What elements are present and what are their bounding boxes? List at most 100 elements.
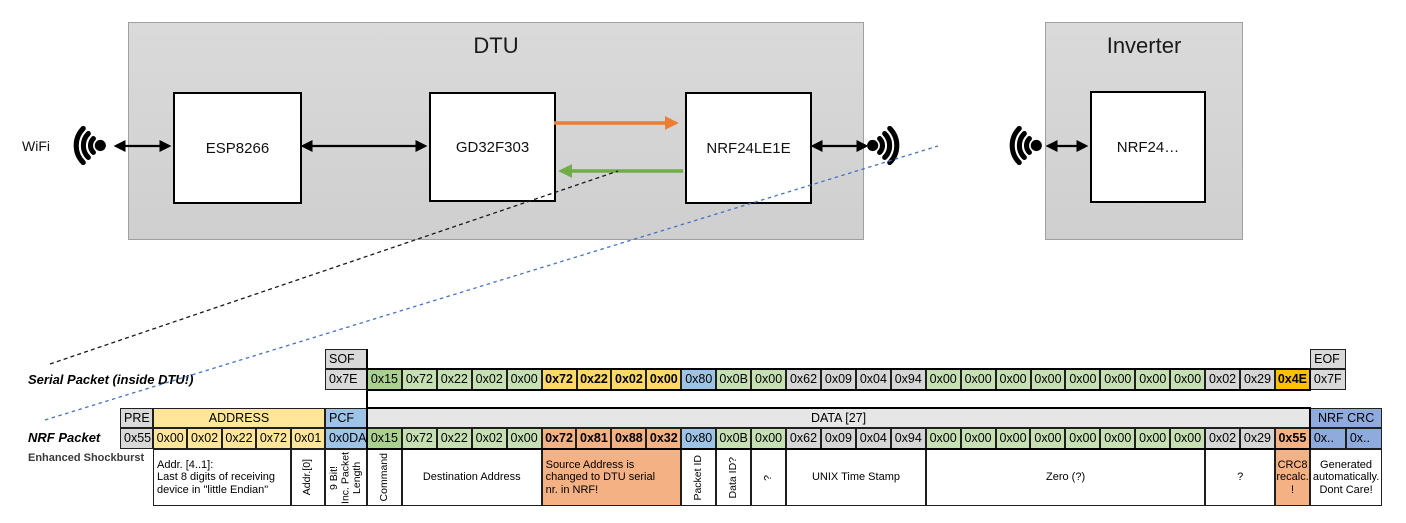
- byte-cell: 0x81: [576, 428, 612, 449]
- byte-cell: 0x00: [506, 428, 542, 449]
- enhanced-shockburst-label: Enhanced Shockburst: [28, 452, 145, 464]
- byte-cell: 0x32: [646, 428, 682, 449]
- destination-note: Destination Address: [401, 449, 542, 506]
- byte-cell: 0x22: [436, 428, 472, 449]
- byte-cell: 0x00: [1030, 369, 1066, 390]
- pre-byte: 0x55: [120, 428, 153, 449]
- packet-id-note: Packet ID: [681, 449, 717, 506]
- unknown-note: ?: [751, 449, 787, 506]
- byte-cell: 0x00: [995, 428, 1031, 449]
- sof-byte: 0x7E: [325, 369, 367, 390]
- byte-cell: 0x00: [646, 369, 682, 390]
- inverter-nrf24-box: NRF24…: [1090, 91, 1206, 203]
- nrf-annotation-row: Addr. [4..1]: Last 8 digits of receiving…: [153, 449, 1383, 506]
- byte-cell: 0x55: [1274, 428, 1310, 449]
- byte-cell: 0x04: [855, 369, 891, 390]
- byte-cell: 0x00: [1135, 369, 1171, 390]
- wifi-icon-left: [73, 126, 106, 165]
- data-header: DATA [27]: [367, 408, 1311, 428]
- unix-note: UNIX Time Stamp: [786, 449, 926, 506]
- spacer: [367, 349, 1310, 369]
- byte-cell: 0x09: [820, 428, 856, 449]
- serial-header-row: SOF EOF: [325, 349, 1347, 369]
- byte-cell: 0x72: [401, 369, 437, 390]
- byte-cell: 0x0B: [716, 369, 752, 390]
- pre-header: PRE: [120, 408, 153, 428]
- byte-cell: 0x29: [1240, 428, 1275, 449]
- byte-cell: 0x01: [290, 428, 325, 449]
- byte-cell: 0x72: [401, 428, 437, 449]
- byte-cell: 0x00: [995, 369, 1031, 390]
- pcf-byte: 0x0DA: [324, 428, 367, 449]
- command-note: Command: [366, 449, 402, 506]
- unknown-note: ?: [1205, 449, 1276, 506]
- crc-byte: 0x..: [1309, 428, 1346, 449]
- address-header: ADDRESS: [153, 408, 325, 428]
- byte-cell: 0x02: [187, 428, 222, 449]
- byte-cell: 0x02: [1205, 369, 1241, 390]
- eof-byte: 0x7F: [1309, 369, 1346, 390]
- dtu-title: DTU: [473, 33, 519, 58]
- byte-cell: 0x22: [576, 369, 612, 390]
- byte-cell: 0x62: [786, 369, 821, 390]
- byte-cell: 0x00: [1030, 428, 1066, 449]
- byte-cell: 0x22: [436, 369, 472, 390]
- byte-cell: 0x72: [541, 428, 577, 449]
- serial-packet-label: Serial Packet (inside DTU!): [28, 372, 194, 387]
- data-group-divider: [366, 349, 368, 449]
- byte-cell: 0x29: [1240, 369, 1275, 390]
- byte-cell: 0x0B: [716, 428, 752, 449]
- byte-cell: 0x72: [541, 369, 577, 390]
- crc-generated-note: Generated automatically. Dont Care!: [1310, 449, 1383, 506]
- byte-cell: 0x72: [256, 428, 291, 449]
- wifi-icon-dtu-right: [867, 126, 900, 165]
- byte-cell: 0x88: [611, 428, 647, 449]
- zero-note: Zero (?): [925, 449, 1206, 506]
- byte-cell: 0x09: [820, 369, 856, 390]
- inverter-title: Inverter: [1106, 33, 1182, 58]
- sof-header: SOF: [325, 349, 367, 369]
- esp8266-label: ESP8266: [205, 139, 270, 157]
- byte-cell: 0x00: [925, 369, 961, 390]
- byte-cell: 0x02: [1205, 428, 1240, 449]
- byte-cell: 0x00: [1065, 369, 1101, 390]
- byte-cell: 0x00: [960, 428, 996, 449]
- byte-cell: 0x00: [960, 369, 996, 390]
- crc-byte: 0x..: [1345, 428, 1382, 449]
- byte-cell: 0x00: [751, 428, 787, 449]
- byte-cell: 0x00: [751, 369, 787, 390]
- byte-cell: 0x22: [221, 428, 257, 449]
- addr0-note: Addr.[0]: [290, 449, 325, 506]
- data-id-note: Data ID?: [716, 449, 752, 506]
- byte-cell: 0x80: [681, 428, 717, 449]
- nrf-packet-label: NRF Packet: [28, 430, 101, 445]
- wifi-label: WiFi: [22, 138, 50, 154]
- byte-cell: 0x15: [366, 428, 402, 449]
- byte-cell: 0x94: [890, 428, 926, 449]
- gd32f303-box: GD32F303: [429, 92, 556, 202]
- byte-cell: 0x00: [1100, 428, 1136, 449]
- byte-cell: 0x00: [1170, 428, 1206, 449]
- addr-note: Addr. [4..1]: Last 8 digits of receiving…: [153, 449, 291, 506]
- nrf24le1e-label: NRF24LE1E: [706, 139, 791, 157]
- wifi-icon-inverter: [1009, 126, 1042, 165]
- byte-cell: 0x80: [681, 369, 717, 390]
- byte-cell: 0x04: [855, 428, 891, 449]
- byte-cell: 0x00: [1100, 369, 1136, 390]
- byte-cell: 0x00: [506, 369, 542, 390]
- crc-header: NRF CRC: [1310, 408, 1383, 428]
- byte-cell: 0x62: [786, 428, 821, 449]
- byte-cell: 0x15: [367, 369, 402, 390]
- byte-cell: 0x94: [890, 369, 926, 390]
- byte-cell: 0x4E: [1274, 369, 1310, 390]
- byte-cell: 0x00: [1065, 428, 1101, 449]
- pcf-header: PCF: [325, 408, 367, 428]
- source-note: Source Address is changed to DTU serial …: [541, 449, 682, 506]
- byte-cell: 0x00: [1135, 428, 1171, 449]
- eof-header: EOF: [1310, 349, 1347, 369]
- crc8-note: CRC8 recalc. !: [1275, 449, 1311, 506]
- inverter-nrf24-label: NRF24…: [1116, 138, 1180, 156]
